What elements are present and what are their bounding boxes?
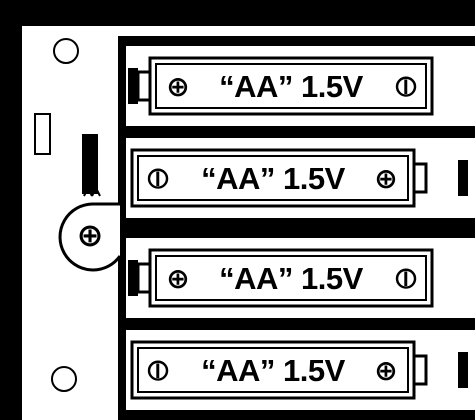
- contact-spring: [458, 352, 468, 388]
- battery-label: “AA” 1.5V: [201, 353, 345, 388]
- positive-terminal-icon: ⊕: [77, 216, 104, 254]
- positive-nub: [136, 262, 152, 294]
- battery-inner-outline: [137, 155, 409, 201]
- battery-cell: ⊕ ⦶ “AA” 1.5V: [126, 46, 475, 126]
- battery-cells: ⊕ ⦶ “AA” 1.5V ⦶ ⊕ “AA” 1.5V ⊕ ⦶ “AA” 1.5V ⦶ ⊕ “AA” …: [126, 46, 475, 410]
- positive-nub: [412, 162, 428, 194]
- battery-inner-outline: [155, 63, 427, 109]
- positive-terminal-icon: ⊕: [166, 262, 189, 295]
- negative-terminal-icon: ⦶: [148, 162, 168, 195]
- slot-cutout: [34, 113, 51, 155]
- negative-terminal-icon: ⦶: [148, 354, 168, 387]
- mounting-hole-top: [53, 38, 79, 64]
- battery-body: [130, 148, 416, 208]
- contact-spring: [128, 260, 138, 296]
- terminal-tab: [58, 202, 122, 272]
- lead-solder: [83, 185, 101, 197]
- battery-inner-outline: [137, 347, 409, 393]
- battery-cell: ⊕ ⦶ “AA” 1.5V: [126, 238, 475, 318]
- negative-terminal-icon: ⦶: [396, 262, 416, 295]
- battery-body: [130, 340, 416, 400]
- lead-wire: [82, 134, 98, 194]
- output-lead: ⊕: [58, 134, 122, 272]
- positive-terminal-icon: ⊕: [166, 70, 189, 103]
- battery-cell: ⦶ ⊕ “AA” 1.5V: [126, 330, 475, 410]
- battery-label: “AA” 1.5V: [219, 261, 363, 296]
- positive-terminal-icon: ⊕: [374, 162, 397, 195]
- battery-cell: ⦶ ⊕ “AA” 1.5V: [126, 138, 475, 218]
- negative-terminal-icon: ⦶: [396, 70, 416, 103]
- contact-spring: [458, 160, 468, 196]
- positive-terminal-icon: ⊕: [374, 354, 397, 387]
- mounting-hole-bottom: [51, 366, 77, 392]
- battery-body: [148, 56, 434, 116]
- battery-inner-outline: [155, 255, 427, 301]
- battery-label: “AA” 1.5V: [219, 69, 363, 104]
- battery-label: “AA” 1.5V: [201, 161, 345, 196]
- positive-nub: [412, 354, 428, 386]
- contact-spring: [128, 68, 138, 104]
- positive-nub: [136, 70, 152, 102]
